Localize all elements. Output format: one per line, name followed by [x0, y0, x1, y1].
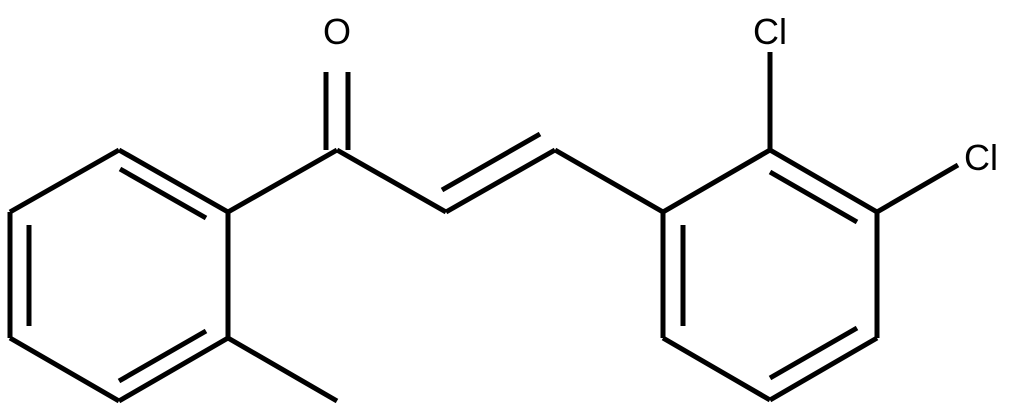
alkene-to-ring-bond [553, 147, 665, 215]
ring-b-bond-2 [768, 147, 879, 215]
chlorine-2-label: Cl [753, 11, 787, 52]
ring-a-bond-1 [117, 147, 230, 215]
alkene-linker [335, 131, 665, 215]
chlorine-3-bond [875, 162, 960, 215]
ring-a-bond-5 [117, 335, 230, 404]
alkene-bond-outer [444, 147, 557, 215]
alkene-bond-inner [440, 131, 542, 193]
ring-a-inner-bond-3 [117, 328, 208, 384]
ring-b-inner-bond-2 [768, 325, 859, 381]
ring-a-inner-bond-1 [118, 166, 208, 221]
ring-b-inner-bond-1 [768, 169, 859, 225]
ring-a-bond-4 [8, 335, 121, 404]
ring-to-carbonyl-bond [226, 147, 339, 215]
methyl-bond [226, 335, 339, 404]
carbonyl-to-alkene-bond [335, 147, 448, 215]
chloro-substituents: Cl Cl [753, 11, 998, 215]
dichlorophenyl-ring [660, 147, 880, 403]
carbonyl-group: O [226, 11, 351, 215]
ring-b-bond-5 [661, 335, 772, 403]
ring-a-bond-2 [8, 147, 121, 215]
ring-b-bond-4 [768, 335, 879, 403]
chlorine-3-label: Cl [964, 137, 998, 178]
ring-b-bond-1 [661, 147, 772, 215]
oxygen-label: O [323, 11, 351, 52]
methylphenyl-ring [7, 147, 231, 404]
